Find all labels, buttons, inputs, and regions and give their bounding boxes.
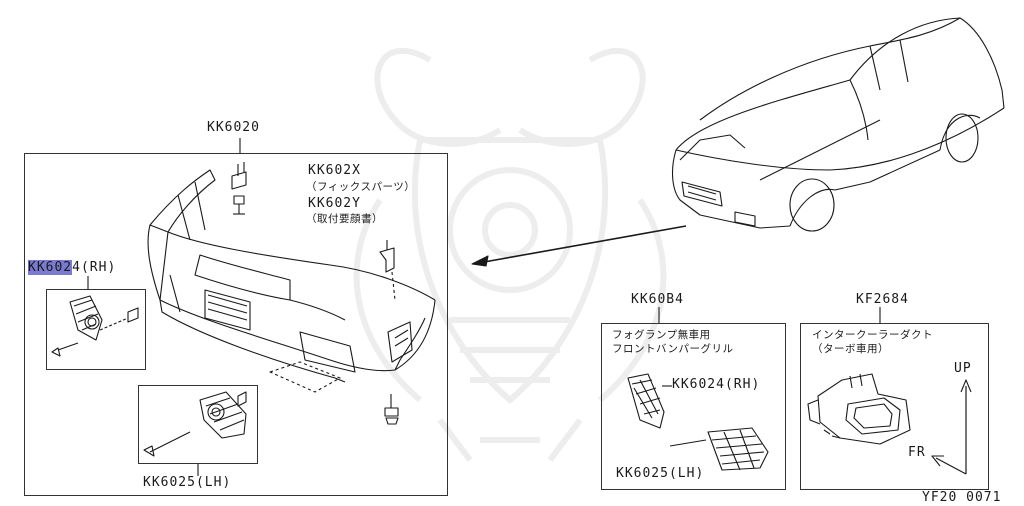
front-bumper (147, 169, 436, 383)
upper-bracket (231, 162, 247, 215)
fog-title-line1: フォグランプ無車用 (612, 329, 711, 341)
fog-grille-rh (627, 373, 672, 429)
duct-panel-frame (800, 323, 989, 490)
kit-number: KK602X (308, 163, 361, 178)
fog-title-line2: フロントバンパーグリル (612, 343, 734, 355)
fog-grille-lh (669, 427, 769, 471)
grille-lh-label: KK6025(LH) (143, 475, 232, 490)
grille-rh-highlight: KK602 (28, 260, 73, 275)
duct-title-line1: インタークーラーダクト (812, 329, 933, 341)
right-bracket (379, 240, 396, 301)
kit-description: （フィックスパーツ） (306, 181, 416, 193)
fog-lh-label: KK6025(LH) (616, 466, 705, 481)
grille-rh-suffix: 4(RH) (72, 260, 117, 275)
intercooler-duct (807, 373, 911, 445)
lower-clip (384, 394, 399, 425)
required-description: （取付要顔書） (306, 213, 383, 225)
grille-lh-part (143, 391, 247, 457)
up-label: UP (954, 361, 972, 376)
grille-rh-inset-frame (46, 289, 146, 370)
grille-rh-label: KK6024(RH) (28, 260, 117, 275)
duct-part-number: KF2684 (856, 292, 909, 307)
main-assembly-frame (24, 153, 448, 496)
car-illustration (671, 17, 1005, 232)
diagram-code: YF20 0071 (922, 490, 1002, 505)
grille-lh-inset-frame (138, 385, 258, 464)
grille-rh-part (51, 295, 139, 357)
fog-rh-label: KK6024(RH) (672, 377, 761, 392)
main-part-number: KK6020 (207, 120, 260, 135)
duct-title-line2: （ターボ車用） (812, 343, 889, 355)
fog-part-number: KK60B4 (631, 292, 684, 307)
fog-panel-frame (601, 323, 786, 490)
required-number: KK602Y (308, 196, 361, 211)
fr-label: FR (908, 445, 926, 460)
